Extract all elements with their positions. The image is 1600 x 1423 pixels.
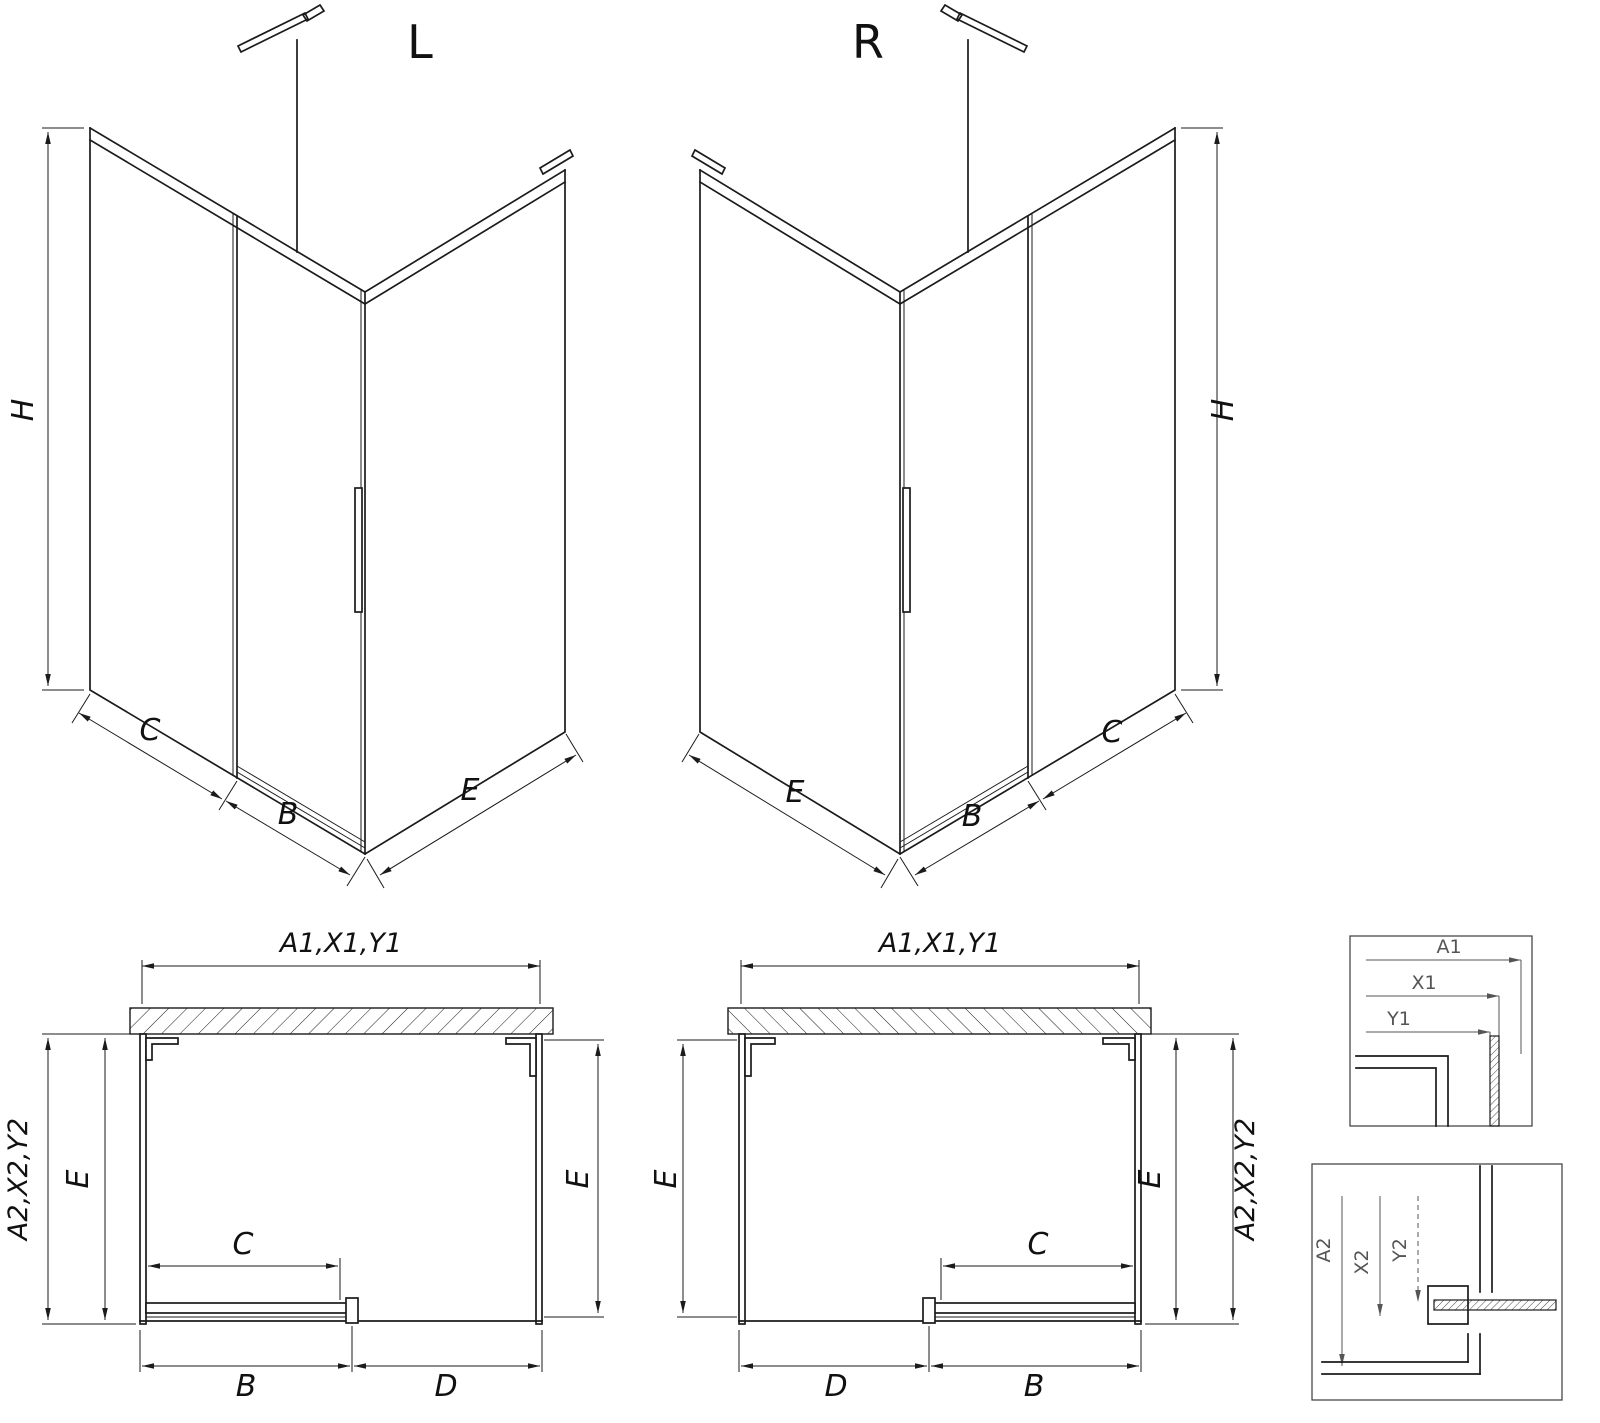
dim-label-b: B — [236, 1369, 257, 1404]
dim-label-b: B — [1024, 1369, 1045, 1404]
dim-label-x2: X2 — [1351, 1249, 1373, 1274]
dim-label-c: C — [1028, 1227, 1049, 1262]
dim-label-e-inner: E — [1133, 1169, 1168, 1188]
glass-section — [1433, 1299, 1557, 1311]
plan-view-right: A1,X1,Y1 E E A2,X2,Y2 C D B — [649, 928, 1261, 1404]
dim-label-a1: A1 — [1436, 936, 1461, 958]
iso-view-right: R H E B C — [682, 5, 1241, 888]
dim-label-c: C — [233, 1227, 254, 1262]
dim-label-x1: X1 — [1411, 972, 1436, 994]
detail-view-top: A1 X1 Y1 — [1349, 935, 1533, 1127]
view-label-left: L — [407, 15, 433, 69]
detail-box — [1349, 935, 1533, 1127]
dim-label-y1: Y1 — [1386, 1008, 1411, 1030]
dim-label-e-right: E — [561, 1169, 596, 1188]
dim-label-e: E — [786, 775, 805, 810]
dim-label-h: H — [1206, 399, 1241, 422]
dim-label-a2x2y2: A2,X2,Y2 — [1230, 1118, 1261, 1242]
dim-label-h: H — [6, 399, 41, 422]
detail-view-bottom: A2 X2 Y2 — [1311, 1163, 1563, 1401]
wall-profile-section — [1321, 1165, 1493, 1375]
dim-label-a1x1y1: A1,X1,Y1 — [278, 928, 402, 959]
dim-label-c: C — [1102, 715, 1123, 750]
dim-label-b: B — [278, 797, 299, 832]
dim-label-d: D — [824, 1369, 847, 1404]
dim-label-a2: A2 — [1313, 1237, 1335, 1262]
dim-label-e-inner: E — [61, 1169, 96, 1188]
dim-label-c: C — [140, 713, 161, 748]
iso-view-left: L H C B E — [6, 5, 583, 888]
dim-label-a1x1y1: A1,X1,Y1 — [877, 928, 1001, 959]
dim-label-b: B — [962, 799, 983, 834]
dim-label-a2x2y2: A2,X2,Y2 — [3, 1118, 34, 1242]
plan-view-left: A1,X1,Y1 A2,X2,Y2 E E C B D — [3, 928, 604, 1404]
dim-label-y2: Y2 — [1389, 1238, 1411, 1263]
glass-section — [1489, 1035, 1500, 1127]
dim-label-e: E — [461, 773, 480, 808]
wall-profile-section — [1355, 1055, 1449, 1127]
view-label-right: R — [852, 15, 884, 69]
detail-box — [1311, 1163, 1563, 1401]
glass-clamp — [1427, 1285, 1469, 1325]
dim-label-e-left: E — [649, 1169, 684, 1188]
dim-label-d: D — [434, 1369, 457, 1404]
